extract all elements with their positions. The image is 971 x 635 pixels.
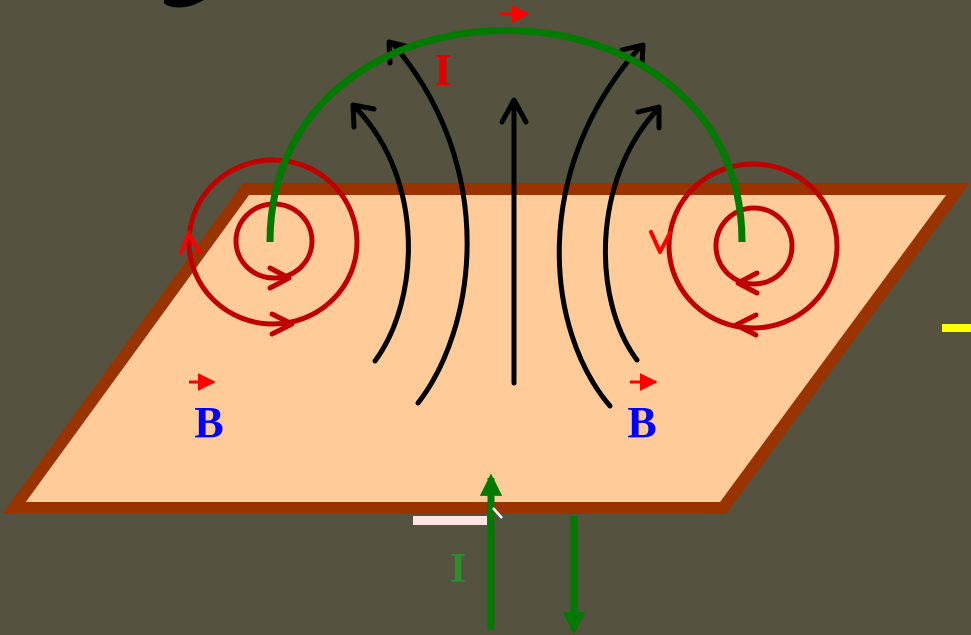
left-outer-loop-arrowhead (269, 311, 295, 337)
wire-entry-tick (492, 507, 503, 519)
field-line-left-inner (353, 105, 411, 364)
left-outer-loop (186, 157, 360, 327)
right-inner-loop (713, 205, 795, 287)
field-loops-group (186, 157, 840, 338)
field-line-right-inner-arrowhead (635, 104, 662, 131)
right-outer-loop-arrowhead (733, 312, 759, 338)
field-line-left-inner-arrowhead (350, 102, 377, 130)
left-inner-loop-arrowhead (267, 265, 292, 291)
field-line-left-outer (391, 42, 470, 406)
right-loop-direction-mark (649, 230, 672, 254)
label-field-left: B (194, 398, 223, 447)
current-arc-wire (266, 27, 746, 243)
plate-slot-mark (413, 516, 487, 525)
left-loop-direction-mark (179, 231, 201, 255)
label-current-bottom: I (450, 546, 466, 592)
field-line-right-inner (602, 107, 660, 363)
right-inner-loop-arrowhead (735, 270, 760, 296)
field-line-right-outer-arrowhead (619, 42, 646, 69)
field-line-right-outer (556, 44, 643, 409)
feed-wires-group (479, 473, 586, 635)
right-outer-loop (666, 161, 840, 331)
edge-mark (942, 324, 971, 332)
field-lines-group (350, 39, 662, 409)
field-line-center-arrowhead (499, 97, 529, 125)
label-current-top: I (434, 44, 452, 95)
label-field-right: B (627, 398, 656, 447)
cropped-title-fragment (164, 0, 204, 8)
